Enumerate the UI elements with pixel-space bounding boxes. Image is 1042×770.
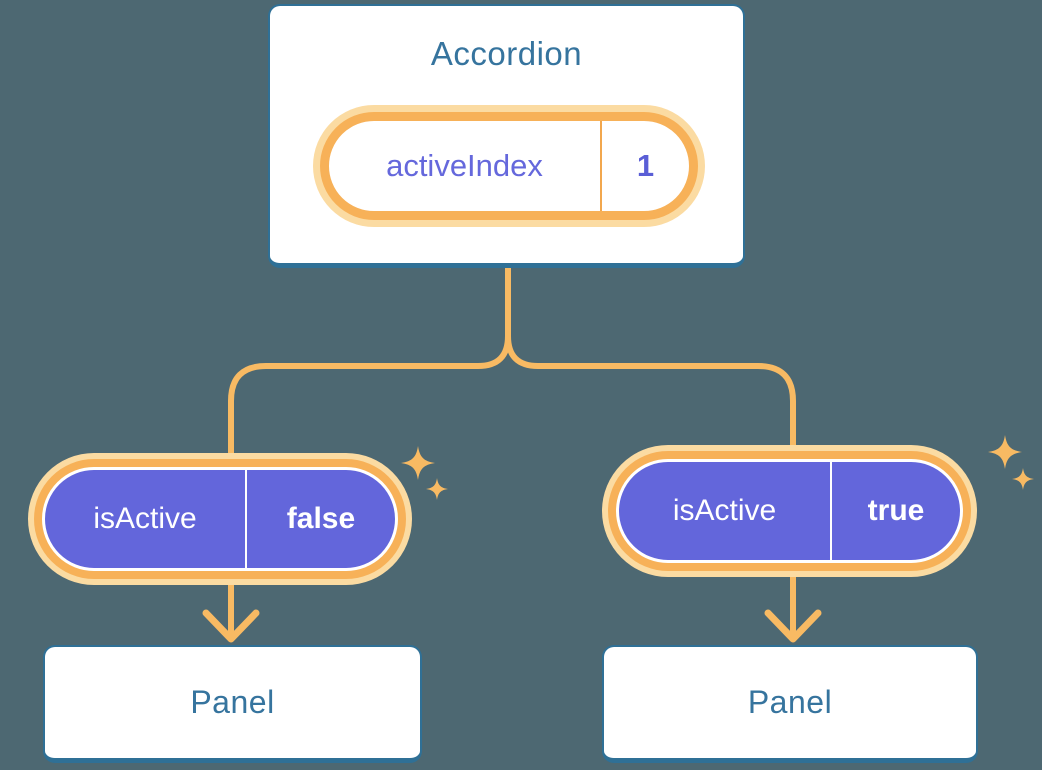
sparkle-icon [401, 446, 435, 480]
state-pill-value: 1 [636, 148, 655, 183]
prop-pill-is-active-left: isActive false [42, 467, 398, 571]
sparkle-icon [1012, 468, 1034, 490]
panel-node-right: Panel [602, 645, 978, 763]
state-pill-active-index: activeIndex 1 [320, 112, 698, 220]
panel-node-title: Panel [190, 684, 275, 720]
sparkle-icon [988, 435, 1022, 469]
branch-line-right [505, 259, 796, 639]
pill-divider [245, 470, 247, 568]
prop-pill-is-active-right: isActive true [616, 459, 963, 563]
sparkle-icon [426, 478, 448, 500]
arrow-down-icon [764, 609, 822, 643]
state-pill-label: activeIndex [386, 148, 543, 183]
prop-pill-value: false [286, 502, 356, 535]
prop-pill-value: true [867, 494, 925, 527]
prop-pill-label: isActive [672, 494, 777, 527]
pill-divider [600, 121, 602, 211]
pill-divider [830, 462, 832, 560]
branch-line-left [228, 259, 511, 639]
panel-node-title: Panel [747, 684, 833, 720]
panel-node-left: Panel [43, 645, 422, 763]
prop-pill-label: isActive [93, 502, 197, 535]
accordion-node-title: Accordion [430, 35, 583, 72]
arrow-down-icon [202, 609, 260, 643]
